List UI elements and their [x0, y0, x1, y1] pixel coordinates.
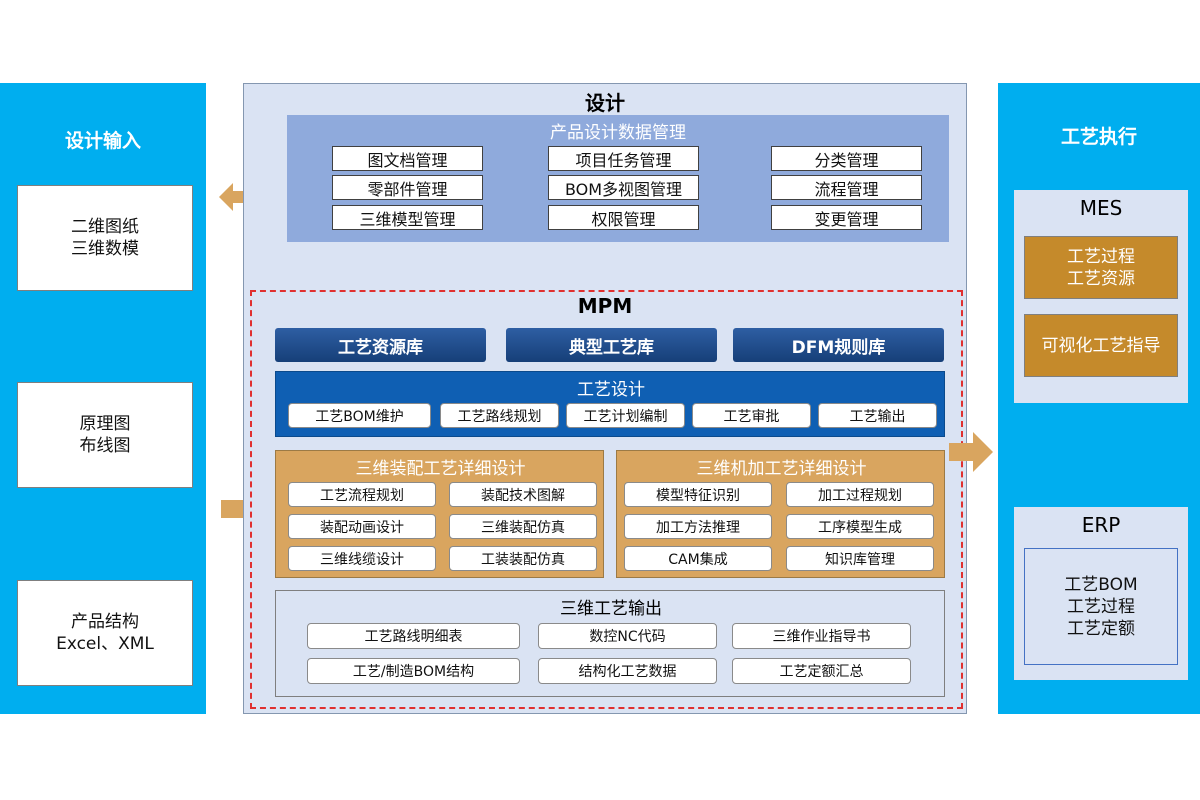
mes-item-process[interactable]: 工艺过程 工艺资源	[1024, 236, 1178, 299]
machining-item-knowledge[interactable]: 知识库管理	[786, 546, 934, 571]
assembly-design-title: 三维装配工艺详细设计	[355, 458, 526, 479]
input-box-line: 原理图	[79, 414, 131, 434]
design-input-title: 设计输入	[64, 129, 141, 152]
mes-item-line: 工艺过程	[1067, 246, 1135, 267]
erp-title: ERP	[1081, 513, 1121, 537]
erp-item-line: 工艺BOM	[1064, 574, 1138, 595]
library-typical-process[interactable]: 典型工艺库	[506, 328, 717, 362]
pdm-item-classification[interactable]: 分类管理	[771, 146, 922, 171]
library-dfm-rules[interactable]: DFM规则库	[733, 328, 944, 362]
pdm-item-document[interactable]: 图文档管理	[332, 146, 483, 171]
output-title: 三维工艺输出	[560, 598, 662, 619]
input-box-schematic[interactable]: 原理图 布线图	[17, 382, 193, 488]
process-design-title: 工艺设计	[577, 379, 645, 400]
machining-item-cam[interactable]: CAM集成	[624, 546, 772, 571]
process-execution-panel: 工艺执行 MES 工艺过程 工艺资源 可视化工艺指导 ERP 工艺BOM 工艺过…	[998, 83, 1200, 714]
mes-box: MES 工艺过程 工艺资源 可视化工艺指导	[1014, 190, 1188, 403]
mes-title: MES	[1079, 196, 1123, 220]
machining-item-model-gen[interactable]: 工序模型生成	[786, 514, 934, 539]
design-title: 设计	[585, 90, 625, 115]
machining-item-process[interactable]: 加工过程规划	[786, 482, 934, 507]
machining-design-box: 三维机加工艺详细设计 模型特征识别 加工过程规划 加工方法推理 工序模型生成 C…	[616, 450, 945, 578]
assembly-item-fixture-sim[interactable]: 工装装配仿真	[449, 546, 597, 571]
input-box-line: 二维图纸	[71, 217, 139, 237]
output-item-mbom[interactable]: 工艺/制造BOM结构	[307, 658, 520, 684]
pdm-box: 产品设计数据管理 图文档管理 项目任务管理 分类管理 零部件管理 BOM多视图管…	[287, 115, 949, 242]
machining-item-feature[interactable]: 模型特征识别	[624, 482, 772, 507]
output-item-structured-data[interactable]: 结构化工艺数据	[538, 658, 717, 684]
erp-item[interactable]: 工艺BOM 工艺过程 工艺定额	[1024, 548, 1178, 665]
design-input-panel: 设计输入 二维图纸 三维数模 原理图 布线图 产品结构 Excel、XML	[0, 83, 206, 714]
mpm-title: MPM	[577, 294, 633, 318]
assembly-item-simulation[interactable]: 三维装配仿真	[449, 514, 597, 539]
input-box-line: 三维数模	[71, 239, 139, 259]
process-execution-title: 工艺执行	[1060, 125, 1137, 148]
output-item-quota[interactable]: 工艺定额汇总	[732, 658, 911, 684]
process-item-approval[interactable]: 工艺审批	[692, 403, 811, 428]
assembly-item-illustration[interactable]: 装配技术图解	[449, 482, 597, 507]
pdm-item-3d-model[interactable]: 三维模型管理	[332, 205, 483, 230]
pdm-item-change[interactable]: 变更管理	[771, 205, 922, 230]
pdm-item-bom-views[interactable]: BOM多视图管理	[548, 175, 699, 200]
pdm-item-permission[interactable]: 权限管理	[548, 205, 699, 230]
assembly-item-animation[interactable]: 装配动画设计	[288, 514, 436, 539]
input-box-line: Excel、XML	[56, 634, 154, 654]
output-item-nc-code[interactable]: 数控NC代码	[538, 623, 717, 649]
erp-item-line: 工艺定额	[1067, 618, 1135, 639]
input-box-line: 布线图	[79, 436, 131, 456]
library-process-resources[interactable]: 工艺资源库	[275, 328, 486, 362]
process-item-plan[interactable]: 工艺计划编制	[566, 403, 685, 428]
process-item-route[interactable]: 工艺路线规划	[440, 403, 559, 428]
process-item-bom[interactable]: 工艺BOM维护	[288, 403, 431, 428]
pdm-item-project-task[interactable]: 项目任务管理	[548, 146, 699, 171]
machining-design-title: 三维机加工艺详细设计	[696, 458, 867, 479]
erp-box: ERP 工艺BOM 工艺过程 工艺定额	[1014, 507, 1188, 680]
mpm-region	[250, 290, 963, 709]
pdm-item-parts[interactable]: 零部件管理	[332, 175, 483, 200]
process-design-box: 工艺设计 工艺BOM维护 工艺路线规划 工艺计划编制 工艺审批 工艺输出	[275, 371, 945, 437]
right-arrow-icon	[949, 432, 993, 472]
erp-item-line: 工艺过程	[1067, 596, 1135, 617]
mes-item-line: 工艺资源	[1067, 268, 1135, 289]
assembly-item-cable[interactable]: 三维线缆设计	[288, 546, 436, 571]
assembly-design-box: 三维装配工艺详细设计 工艺流程规划 装配技术图解 装配动画设计 三维装配仿真 三…	[275, 450, 604, 578]
input-box-line: 产品结构	[71, 612, 139, 632]
pdm-item-workflow[interactable]: 流程管理	[771, 175, 922, 200]
machining-item-method[interactable]: 加工方法推理	[624, 514, 772, 539]
output-item-work-instruction[interactable]: 三维作业指导书	[732, 623, 911, 649]
input-box-product-structure[interactable]: 产品结构 Excel、XML	[17, 580, 193, 686]
pdm-title: 产品设计数据管理	[550, 122, 686, 143]
process-item-output[interactable]: 工艺输出	[818, 403, 937, 428]
mes-item-visual-guide[interactable]: 可视化工艺指导	[1024, 314, 1178, 377]
output-item-route-list[interactable]: 工艺路线明细表	[307, 623, 520, 649]
input-box-drawings[interactable]: 二维图纸 三维数模	[17, 185, 193, 291]
output-box: 三维工艺输出 工艺路线明细表 数控NC代码 三维作业指导书 工艺/制造BOM结构…	[275, 590, 945, 697]
assembly-item-flow[interactable]: 工艺流程规划	[288, 482, 436, 507]
